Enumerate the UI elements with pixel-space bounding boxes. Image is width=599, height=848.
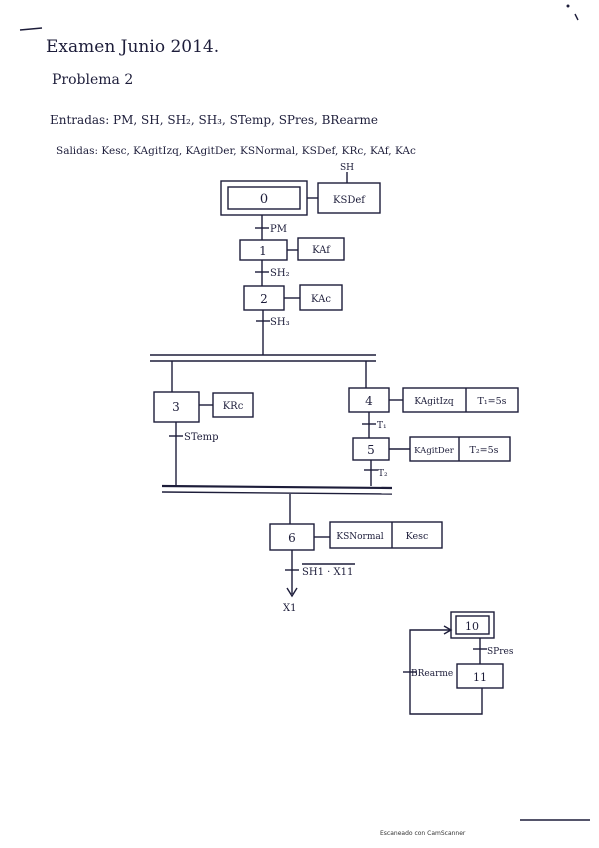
transition-4-label: T₁ (377, 421, 387, 431)
step-10: 10 (450, 611, 495, 639)
scanner-watermark: Escaneado con CamScanner (380, 830, 466, 837)
step-3: 3 (153, 391, 200, 423)
convergence-bar (161, 484, 393, 495)
pen-mark (19, 27, 43, 31)
step-1: 1 (239, 239, 288, 261)
step-5-label: 5 (367, 443, 375, 457)
action-4-label: KAgitIzq (414, 397, 453, 407)
step-0: 0 (220, 180, 308, 216)
action-0-label: KSDef (333, 195, 366, 206)
pen-mark-right (574, 13, 579, 21)
page-title: Examen Junio 2014. (46, 37, 219, 57)
transition-11-label: BRearme (411, 669, 453, 679)
divergence-bar (150, 354, 376, 362)
step-6: 6 (269, 523, 315, 551)
step-11: 11 (456, 663, 504, 689)
step-11-label: 11 (473, 671, 487, 684)
action-1: KAf (297, 237, 345, 261)
action-5-label: KAgitDer (414, 446, 455, 456)
step-5: 5 (352, 437, 390, 461)
action-5: KAgitDer T₂=5s (409, 436, 511, 462)
transition-01-label: PM (270, 224, 287, 235)
transition-6-target: X1 (283, 603, 296, 614)
step-1-label: 1 (259, 244, 267, 258)
action-6-output: Kesc (406, 531, 429, 542)
action-0: KSDef (317, 182, 381, 214)
step-6-label: 6 (288, 531, 296, 545)
step-2: 2 (243, 285, 285, 311)
action-4: KAgitIzq T₁=5s (402, 387, 519, 413)
transition-2-label: SH₃ (270, 317, 290, 328)
transition-3-label: STemp (184, 432, 219, 443)
step-0-label: 0 (260, 192, 268, 207)
action-6: KSNormal Kesc (329, 521, 443, 549)
action-5-timer: T₂=5s (469, 445, 498, 456)
transition-5-label: T₂ (378, 469, 388, 479)
loop-back-line (409, 629, 483, 715)
action-2: KAc (299, 284, 343, 311)
arrow-down-icon (286, 587, 298, 598)
transition-12-label: SH₂ (270, 268, 290, 279)
arrow-right-icon (443, 625, 453, 635)
action-3-label: KRc (223, 401, 244, 412)
outputs-line: Salidas: Kesc, KAgitIzq, KAgitDer, KSNor… (56, 145, 416, 157)
transition-10-label: SPres (487, 647, 514, 657)
problem-label: Problema 2 (52, 72, 133, 88)
action-4-timer: T₁=5s (477, 396, 506, 407)
action-6-label: KSNormal (336, 532, 383, 542)
action-1-label: KAf (312, 245, 331, 256)
step-2-label: 2 (260, 292, 268, 306)
inputs-line: Entradas: PM, SH, SH₂, SH₃, STemp, SPres… (50, 113, 378, 127)
action-2-label: KAc (311, 294, 331, 305)
step-4-label: 4 (365, 394, 373, 408)
step-10-label: 10 (465, 620, 479, 633)
transition-6-label: SH1 · X11 (302, 567, 353, 578)
pen-dot (566, 4, 570, 8)
transition-top-label: SH (340, 163, 354, 173)
step-3-label: 3 (172, 400, 180, 414)
step-4: 4 (348, 387, 390, 413)
action-3: KRc (212, 392, 254, 418)
